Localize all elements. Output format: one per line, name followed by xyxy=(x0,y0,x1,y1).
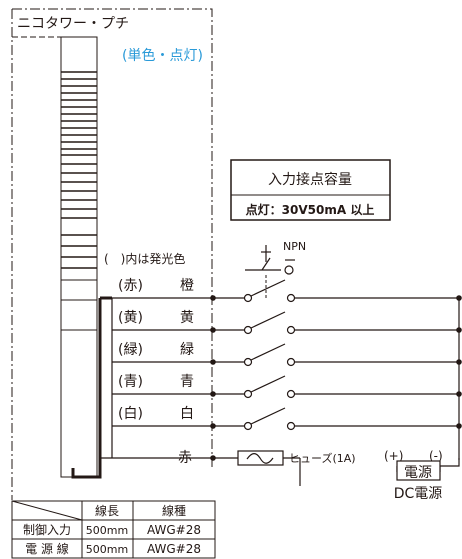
spec-row-length: 500mm xyxy=(86,524,128,537)
emit-color-label: (緑) xyxy=(118,342,143,358)
terminal-dot xyxy=(210,423,216,429)
npn-label: NPN xyxy=(283,240,306,253)
switch-contact xyxy=(243,421,253,431)
emit-color-label: (赤) xyxy=(118,278,143,294)
spec-row-type: AWG#28 xyxy=(147,523,201,537)
switch-contact xyxy=(243,357,253,367)
npn-symbol xyxy=(245,245,295,275)
terminal-dot xyxy=(210,295,216,301)
capacity-box: 入力接点容量 点灯：30V50mA 以上 xyxy=(230,159,391,221)
switch-arm xyxy=(250,375,286,393)
power-supply xyxy=(396,458,460,481)
emit-color-label: (黄) xyxy=(118,309,143,326)
wire-row: (白) 白 xyxy=(112,406,462,431)
switch-arm xyxy=(250,279,286,297)
wire-row: (青) 青 xyxy=(111,374,462,426)
switch-arm xyxy=(250,407,286,425)
terminal-dot xyxy=(210,327,216,333)
capacity-value: 点灯：30V50mA 以上 xyxy=(246,202,375,217)
power-box-label: 電源 xyxy=(404,465,432,481)
terminal-dot xyxy=(210,359,216,365)
switch-contact xyxy=(286,325,296,335)
switch-contact xyxy=(243,389,253,399)
wire-color-label: 緑 xyxy=(180,342,194,358)
spec-row-name: 電 源 線 xyxy=(25,541,69,556)
switch-contact xyxy=(286,293,296,303)
emit-color-label: (白) xyxy=(118,406,143,422)
wire-row: (黄) 黄 xyxy=(111,309,462,362)
minus-label: (-) xyxy=(429,449,443,463)
wire-row: (赤) 橙 xyxy=(111,278,462,330)
power-caption: DC電源 xyxy=(394,486,443,502)
product-subtitle: (単色・点灯) xyxy=(122,47,203,64)
spec-header-length: 線長 xyxy=(95,503,119,518)
color-note: ( )内は発光色 xyxy=(104,252,185,266)
fuse-label: ヒューズ(1A) xyxy=(289,451,356,465)
switch-contact xyxy=(286,389,296,399)
product-title: ニコタワー・プチ xyxy=(17,16,129,32)
spec-row-name: 制御入力 xyxy=(23,522,71,537)
tower-light xyxy=(60,36,98,478)
capacity-heading: 入力接点容量 xyxy=(268,171,352,188)
common-wire-label: 赤 xyxy=(178,450,192,466)
wire-color-label: 橙 xyxy=(180,278,194,294)
switch-contact xyxy=(243,325,253,335)
switch-arm xyxy=(250,343,286,361)
wire-color-label: 青 xyxy=(180,374,194,390)
common-wire xyxy=(213,450,301,486)
product-frame xyxy=(11,8,213,500)
cable-bundle xyxy=(71,296,112,479)
spec-table xyxy=(11,500,216,559)
switch-arm xyxy=(250,311,286,329)
wire-color-label: 白 xyxy=(180,406,194,422)
switch-contact xyxy=(243,293,253,303)
switch-contact xyxy=(286,357,296,367)
spec-row-length: 500mm xyxy=(86,543,128,556)
terminal-dot xyxy=(210,391,216,397)
switch-contact xyxy=(286,421,296,431)
wire-row: (緑) 緑 xyxy=(111,342,462,394)
spec-header-type: 線種 xyxy=(162,503,186,518)
wire-rows: (赤) 橙 (黄) 黄 (緑) 緑 (青) 青 (白) 白 xyxy=(100,278,462,461)
wire-color-label: 黄 xyxy=(180,309,194,326)
emit-color-label: (青) xyxy=(118,374,143,390)
plus-label: (+) xyxy=(384,449,403,463)
spec-row-type: AWG#28 xyxy=(147,542,201,556)
